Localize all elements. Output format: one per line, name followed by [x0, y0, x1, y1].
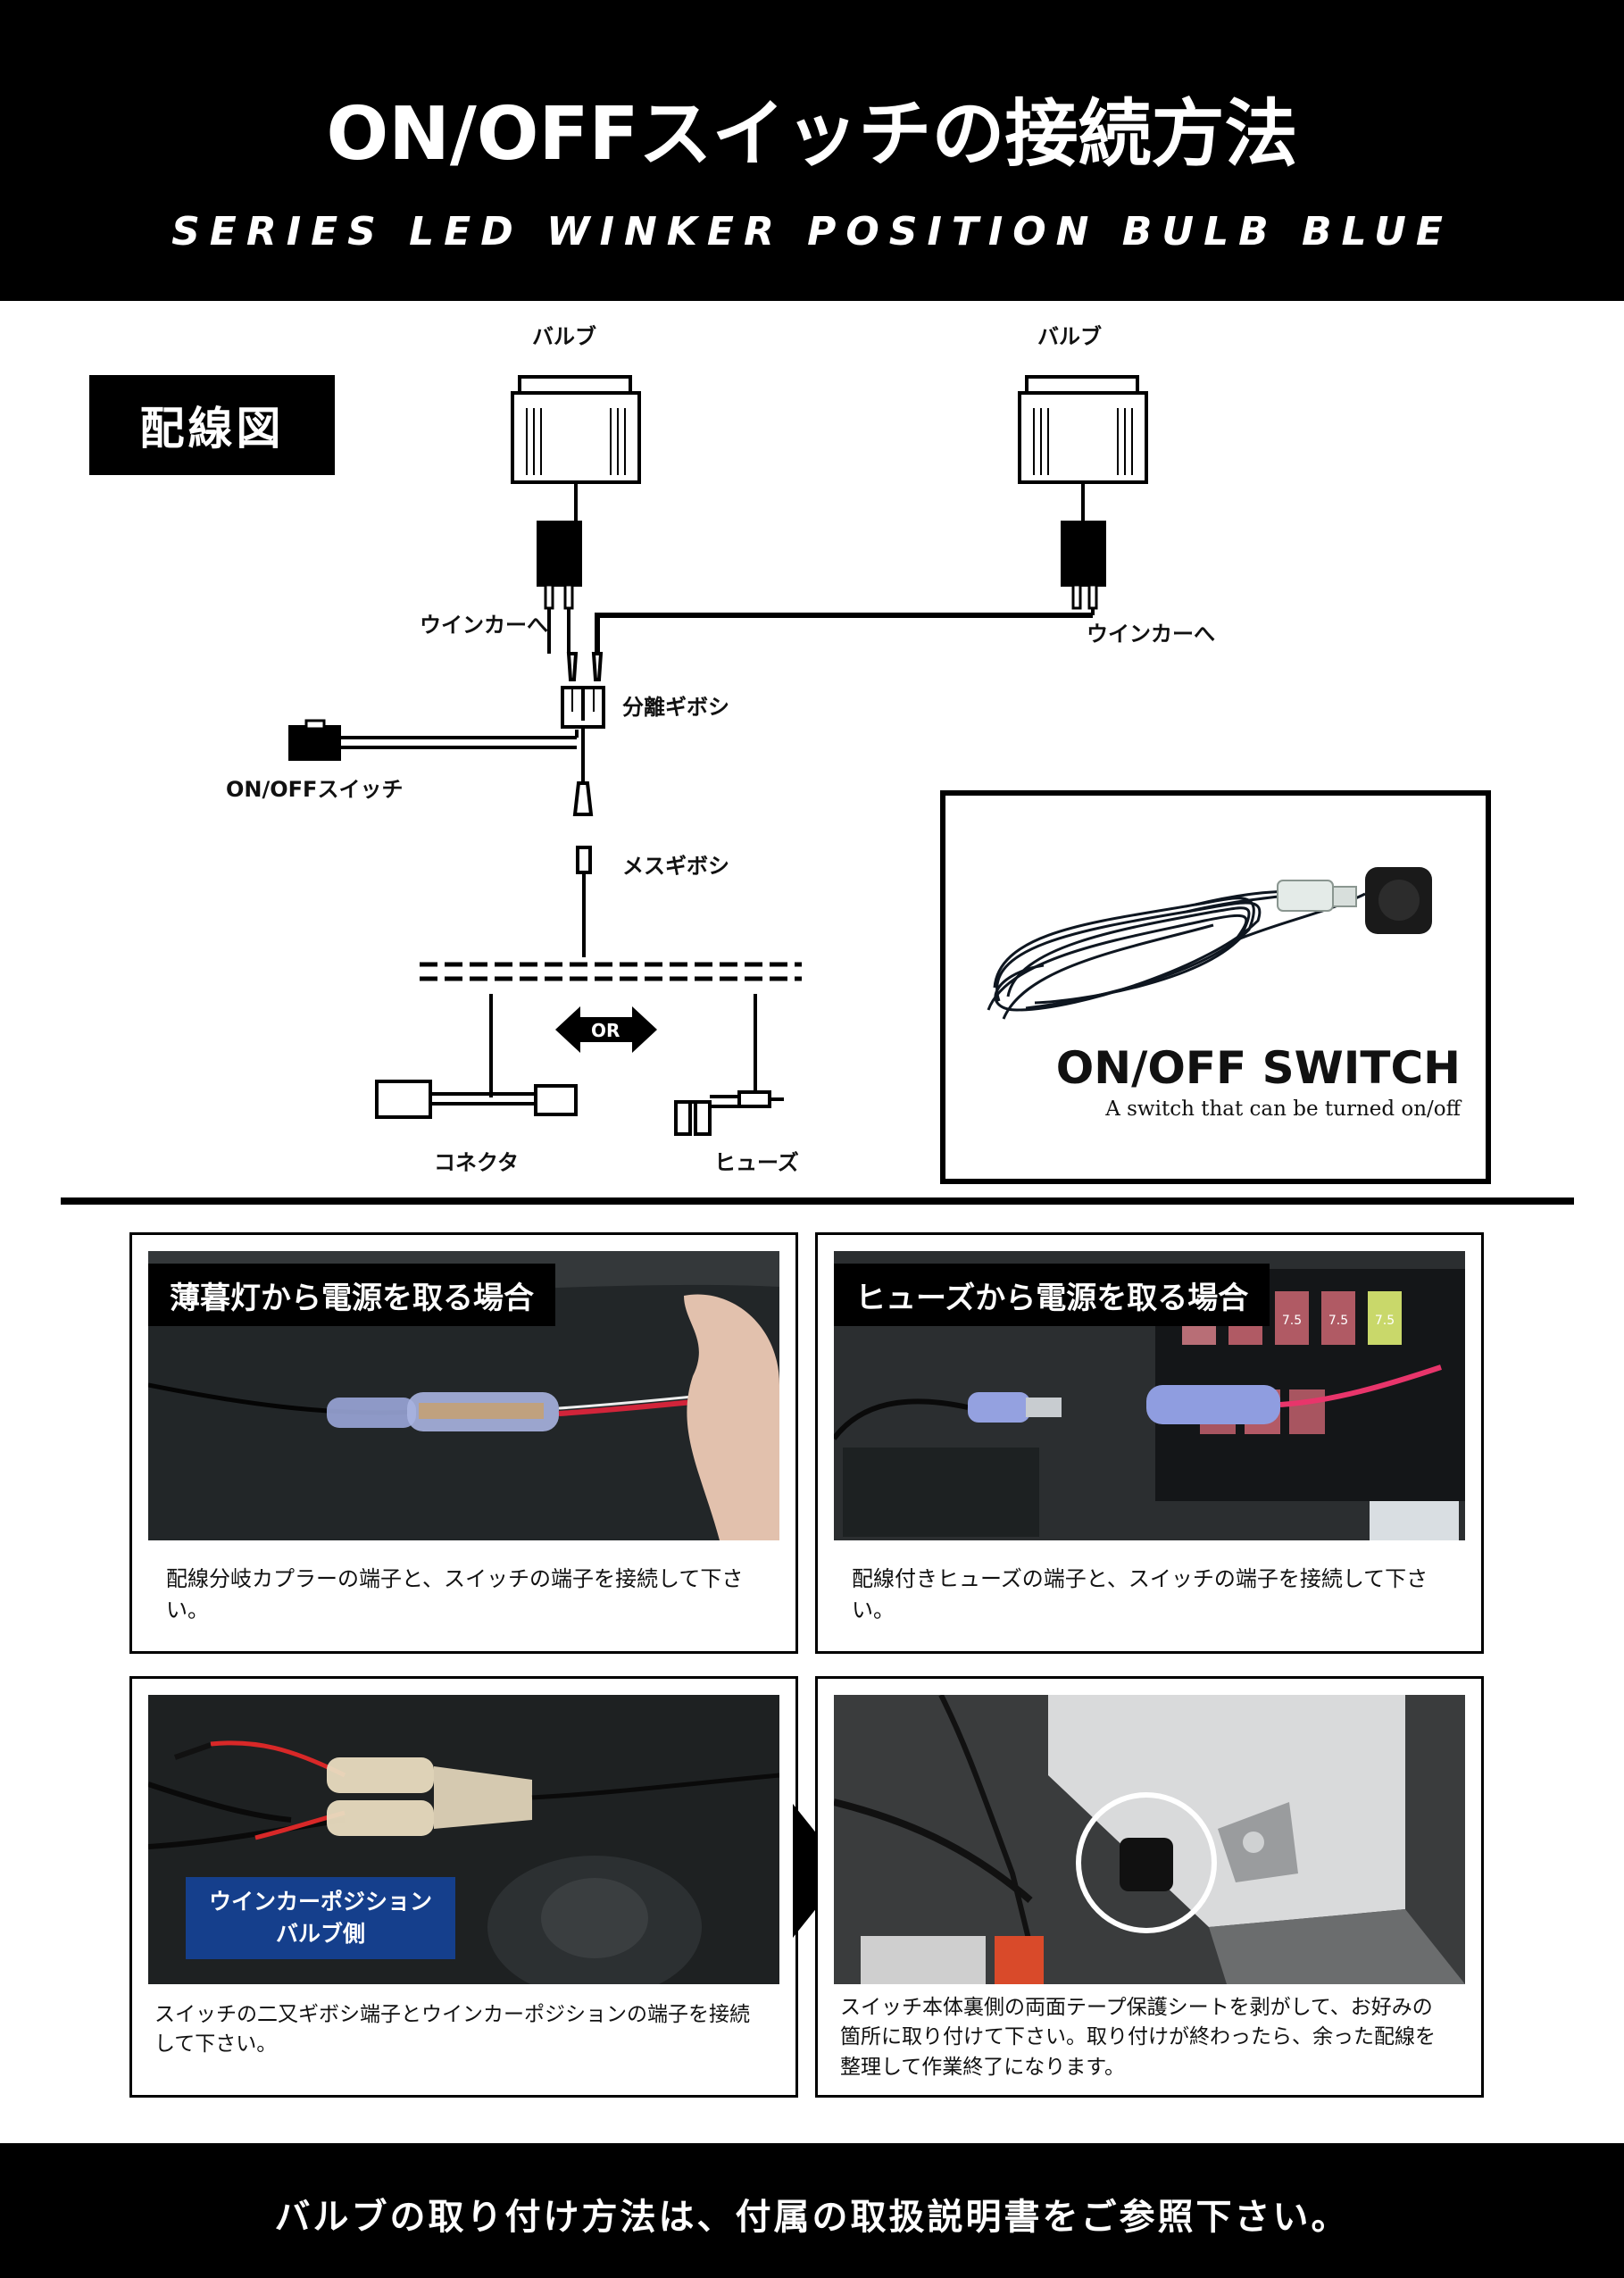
switch-cable-illustration	[987, 867, 1432, 1020]
fuse	[1368, 1291, 1402, 1345]
step-panel-2: 107.57.57.57.5 ヒューズから電源を取る場合 配線付きヒューズの端子…	[815, 1232, 1484, 1654]
step-4-photo	[834, 1695, 1465, 1984]
switch-photo-title: ON/OFF SWITCH	[1055, 1042, 1461, 1094]
to-winker-left-label: ウインカーへ	[420, 613, 548, 638]
step-panel-4: スイッチ本体裏側の両面テープ保護シートを剥がして、お好みの箇所に取り付けて下さい…	[815, 1676, 1484, 2098]
step-1-photo: 薄暮灯から電源を取る場合	[148, 1251, 779, 1540]
step-3-caption: スイッチの二又ギボシ端子とウインカーポジションの端子を接続して下さい。	[154, 2003, 750, 2057]
to-winker-right-label: ウインカーへ	[1087, 622, 1215, 647]
step-1-caption: 配線分岐カプラーの端子と、スイッチの端子を接続して下さい。	[166, 1566, 744, 1623]
fuse	[1321, 1291, 1355, 1345]
step-3-photo: ウインカーポジション バルブ側	[148, 1695, 779, 1984]
switch-photo: ON/OFF SWITCH A switch that can be turne…	[940, 790, 1491, 1184]
bulb-right-icon	[1018, 375, 1148, 484]
wiring-diagram-badge: 配線図	[89, 375, 335, 475]
fuse-label: ヒューズ	[714, 1150, 799, 1175]
step-3-label-line2: バルブ側	[275, 1921, 365, 1947]
female-connector-label: メスギボシ	[622, 854, 729, 879]
bulb-right-label: バルブ	[1037, 324, 1102, 349]
step-2-caption: 配線付きヒューズの端子と、スイッチの端子を接続して下さい。	[852, 1566, 1428, 1623]
section-divider	[61, 1197, 1574, 1205]
step-2-label: ヒューズから電源を取る場合	[834, 1264, 1270, 1326]
step-3-label-line1: ウインカーポジション	[208, 1888, 432, 1915]
step-4-caption: スイッチ本体裏側の両面テープ保護シートを剥がして、お好みの箇所に取り付けて下さい…	[840, 1996, 1436, 2079]
switch-photo-caption: A switch that can be turned on/off	[1105, 1097, 1461, 1121]
connector-label: コネクタ	[434, 1150, 520, 1175]
or-arrow-icon	[555, 1006, 657, 1053]
wiring-diagram	[288, 375, 1148, 1136]
bulb-left-icon	[511, 375, 641, 484]
page-subtitle: SERIES LED WINKER POSITION BULB BLUE	[171, 209, 1453, 255]
step-panel-3: ウインカーポジション バルブ側 スイッチの二又ギボシ端子とウインカーポジションの…	[129, 1676, 798, 2098]
fuse-rating: 7.5	[1328, 1314, 1348, 1328]
or-label: OR	[591, 1020, 620, 1041]
step-2-photo: 107.57.57.57.5 ヒューズから電源を取る場合	[834, 1251, 1465, 1540]
step-1-label: 薄暮灯から電源を取る場合	[148, 1264, 555, 1326]
step-3-label: ウインカーポジション バルブ側	[186, 1877, 455, 1959]
footer-text: バルブの取り付け方法は、付属の取扱説明書をご参照下さい。	[274, 2197, 1350, 2238]
step-panel-1: 薄暮灯から電源を取る場合 配線分岐カプラーの端子と、スイッチの端子を接続して下さ…	[129, 1232, 798, 1654]
bulb-left-label: バルブ	[532, 324, 596, 349]
footer-banner: バルブの取り付け方法は、付属の取扱説明書をご参照下さい。	[0, 2143, 1624, 2278]
page-title: ON/OFFスイッチの接続方法	[326, 92, 1298, 177]
split-connector-label: 分離ギボシ	[622, 695, 729, 720]
fuse-rating: 7.5	[1282, 1314, 1302, 1328]
switch-label: ON/OFFスイッチ	[226, 777, 404, 802]
fuse	[1275, 1291, 1309, 1345]
fuse-rating: 7.5	[1375, 1314, 1395, 1328]
header-banner: ON/OFFスイッチの接続方法 SERIES LED WINKER POSITI…	[0, 0, 1624, 301]
